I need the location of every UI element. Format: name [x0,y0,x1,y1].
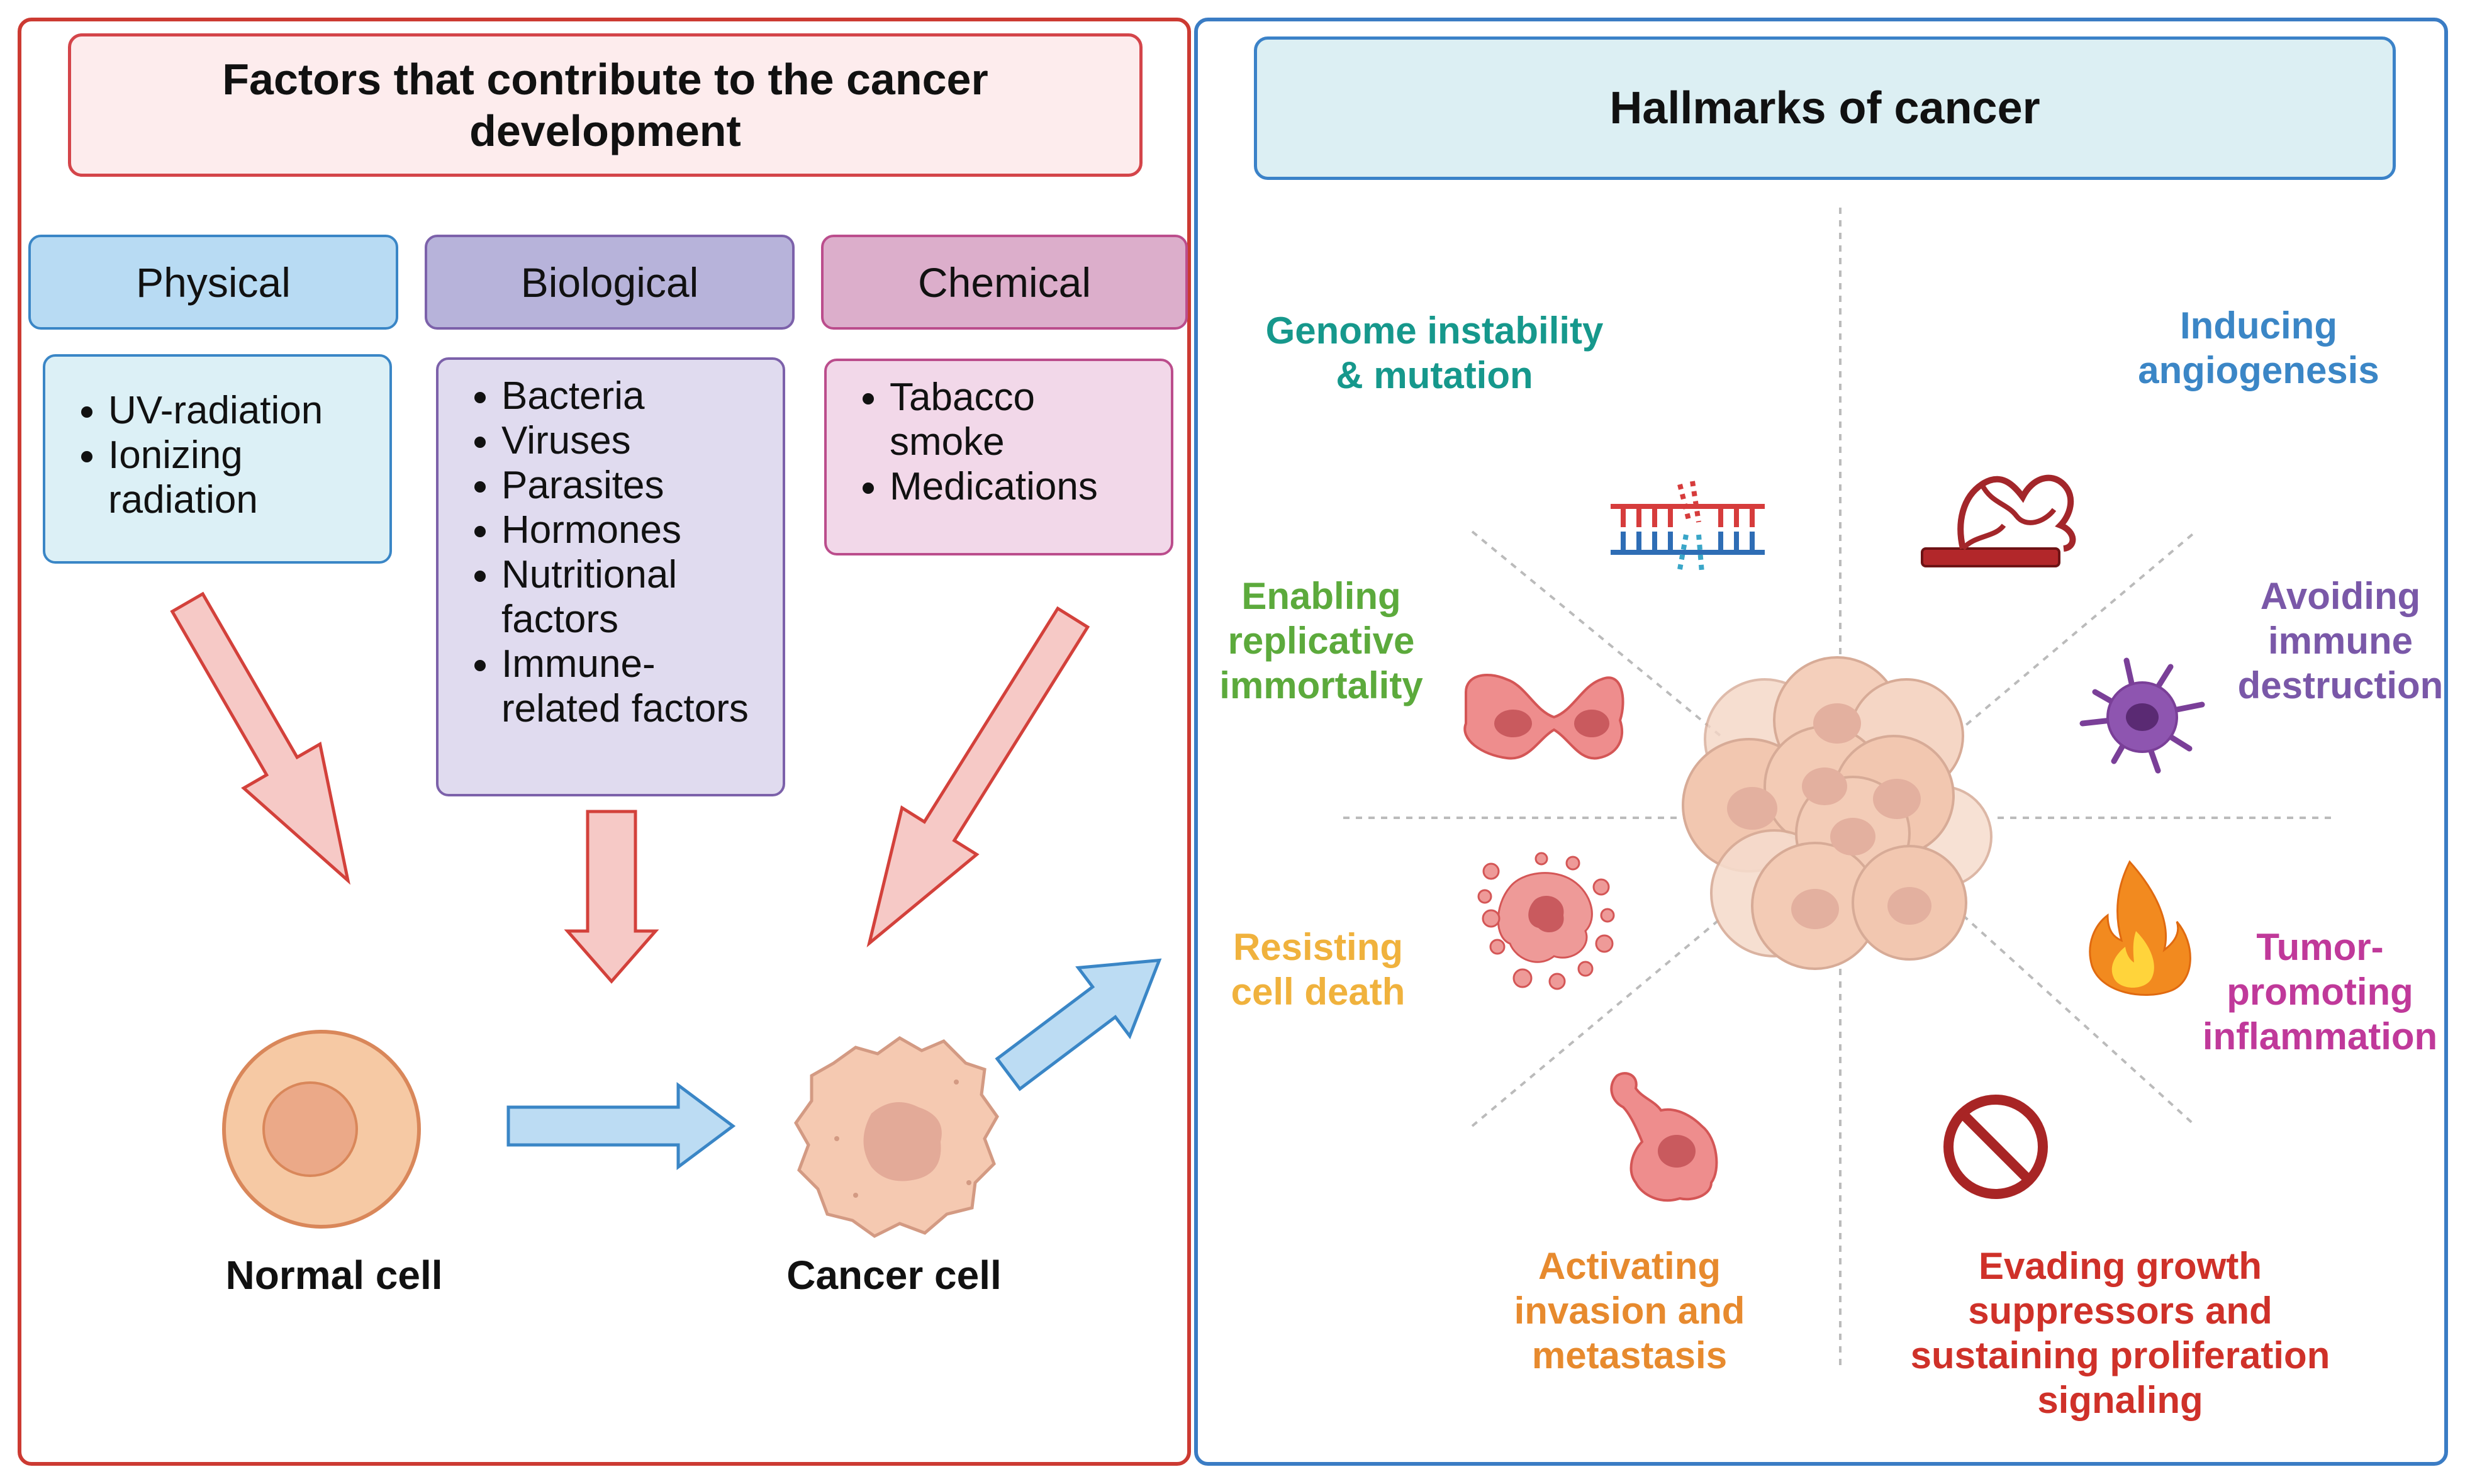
normal-cell-icon [222,1030,421,1229]
hallmark-inflammation: Tumor-promoting inflammation [2202,926,2438,1057]
normal-to-cancer-arrow-icon [506,1082,736,1170]
physical-to-normal-arrow-icon [170,591,350,885]
normal-cell-label: Normal cell [225,1252,443,1298]
factors-title: Factors that contribute to the cancer de… [68,33,1143,177]
hallmark-resisting-cell-death: Resisting cell death [1231,926,1406,1013]
flame-icon [2089,860,2191,996]
list-item: Immune-related factors [501,642,770,731]
immune-cell-icon [2079,657,2205,774]
hallmark-dividers [1343,208,2337,1371]
list-item: Parasites [501,463,770,508]
tumor-cluster-icon [1682,656,1993,970]
hallmark-genome-instability: Genome instability & mutation [1265,310,1604,396]
biological-to-cancer-arrow-icon [564,810,659,984]
list-item: Tabacco smoke [890,375,1158,464]
hallmark-replicative-immortality: Enabling replicative immortality [1219,575,1423,706]
list-item: Nutritional factors [501,552,770,642]
list-item: Bacteria [501,374,770,418]
dna-icon [1611,481,1765,573]
chemical-factors-list: Tabacco smoke Medications [824,359,1173,555]
physical-factors-list: UV-radiation Ionizing radiation [43,354,392,564]
list-item: Hormones [501,508,770,552]
hallmark-growth-suppressors: Evading growth suppressors and sustainin… [1910,1245,2330,1421]
blood-vessel-icon [1921,474,2076,567]
apoptotic-cell-icon [1477,852,1615,990]
hallmark-immune-destruction: Avoiding immune destruction [2237,575,2444,706]
chemical-to-cancer-arrow-icon [866,606,1090,948]
list-item: UV-radiation [108,388,377,433]
category-chemical: Chemical [821,235,1188,330]
category-biological: Biological [425,235,795,330]
prohibition-icon [1943,1095,2048,1199]
cancer-to-hallmarks-arrow-icon [995,958,1162,1091]
dividing-cell-icon [1463,673,1624,760]
hallmarks-panel [1194,18,2448,1466]
category-physical: Physical [28,235,398,330]
factors-panel [18,18,1191,1466]
invading-cell-icon [1610,1072,1718,1202]
cancer-cell-label: Cancer cell [786,1252,1002,1298]
list-item: Viruses [501,418,770,463]
hallmark-invasion-metastasis: Activating invasion and metastasis [1514,1245,1745,1376]
biological-factors-list: Bacteria Viruses Parasites Hormones Nutr… [436,357,785,796]
list-item: Medications [890,464,1158,509]
cancer-cell-icon [794,1036,999,1238]
list-item: Ionizing radiation [108,433,377,522]
hallmark-angiogenesis: Inducing angiogenesis [2138,304,2379,391]
hallmarks-title: Hallmarks of cancer [1254,36,2396,180]
